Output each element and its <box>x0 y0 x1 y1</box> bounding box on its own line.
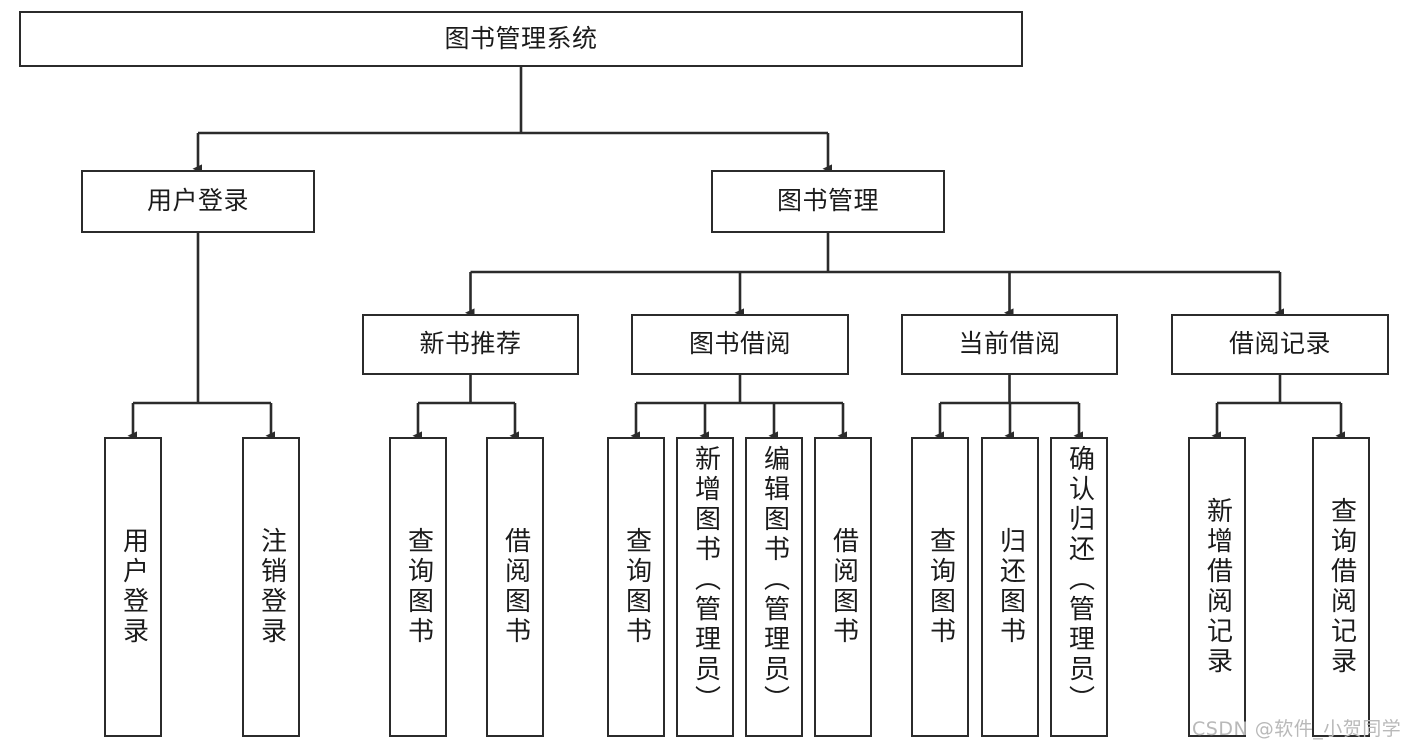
leaf-node[interactable]: 注销登录 <box>242 437 300 737</box>
leaf-node-label: 用户登录 <box>118 527 149 647</box>
node-new-book-recommend-label: 新书推荐 <box>419 329 522 359</box>
leaf-node[interactable]: 借阅图书 <box>486 437 544 737</box>
leaf-node-label: 确认归还（管理员） <box>1064 445 1095 715</box>
node-borrow-record[interactable]: 借阅记录 <box>1171 314 1389 375</box>
node-borrow-record-label: 借阅记录 <box>1228 329 1331 359</box>
leaf-node-label: 编辑图书（管理员） <box>759 445 790 715</box>
leaf-node[interactable]: 归还图书 <box>981 437 1039 737</box>
node-book-borrow[interactable]: 图书借阅 <box>631 314 849 375</box>
leaf-node[interactable]: 用户登录 <box>104 437 162 737</box>
leaf-node-label: 归还图书 <box>995 527 1026 647</box>
leaf-node[interactable]: 查询图书 <box>911 437 969 737</box>
leaf-node[interactable]: 新增借阅记录 <box>1188 437 1246 737</box>
node-user-login[interactable]: 用户登录 <box>81 170 315 233</box>
leaf-node-label: 借阅图书 <box>500 527 531 647</box>
leaf-node-label: 查询图书 <box>403 527 434 647</box>
leaf-node-label: 查询图书 <box>621 527 652 647</box>
leaf-node-label: 注销登录 <box>256 527 287 647</box>
leaf-node[interactable]: 查询图书 <box>607 437 665 737</box>
node-root-label: 图书管理系统 <box>444 23 598 53</box>
leaf-node[interactable]: 查询借阅记录 <box>1312 437 1370 737</box>
leaf-node-label: 借阅图书 <box>828 527 859 647</box>
leaf-node-label: 查询借阅记录 <box>1326 497 1357 677</box>
leaf-node[interactable]: 查询图书 <box>389 437 447 737</box>
leaf-node-label: 新增借阅记录 <box>1202 497 1233 677</box>
leaf-node[interactable]: 新增图书（管理员） <box>676 437 734 737</box>
node-book-management-label: 图书管理 <box>776 186 879 216</box>
node-user-login-label: 用户登录 <box>146 186 249 216</box>
watermark: CSDN @软件_小贺同学 <box>1192 718 1402 740</box>
leaf-node[interactable]: 借阅图书 <box>814 437 872 737</box>
leaf-node[interactable]: 确认归还（管理员） <box>1050 437 1108 737</box>
leaf-node[interactable]: 编辑图书（管理员） <box>745 437 803 737</box>
node-root[interactable]: 图书管理系统 <box>19 11 1023 67</box>
node-current-borrow[interactable]: 当前借阅 <box>901 314 1118 375</box>
leaf-node-label: 查询图书 <box>925 527 956 647</box>
leaf-node-label: 新增图书（管理员） <box>690 445 721 715</box>
node-new-book-recommend[interactable]: 新书推荐 <box>362 314 579 375</box>
node-current-borrow-label: 当前借阅 <box>958 329 1061 359</box>
node-book-management[interactable]: 图书管理 <box>711 170 945 233</box>
node-book-borrow-label: 图书借阅 <box>688 329 791 359</box>
